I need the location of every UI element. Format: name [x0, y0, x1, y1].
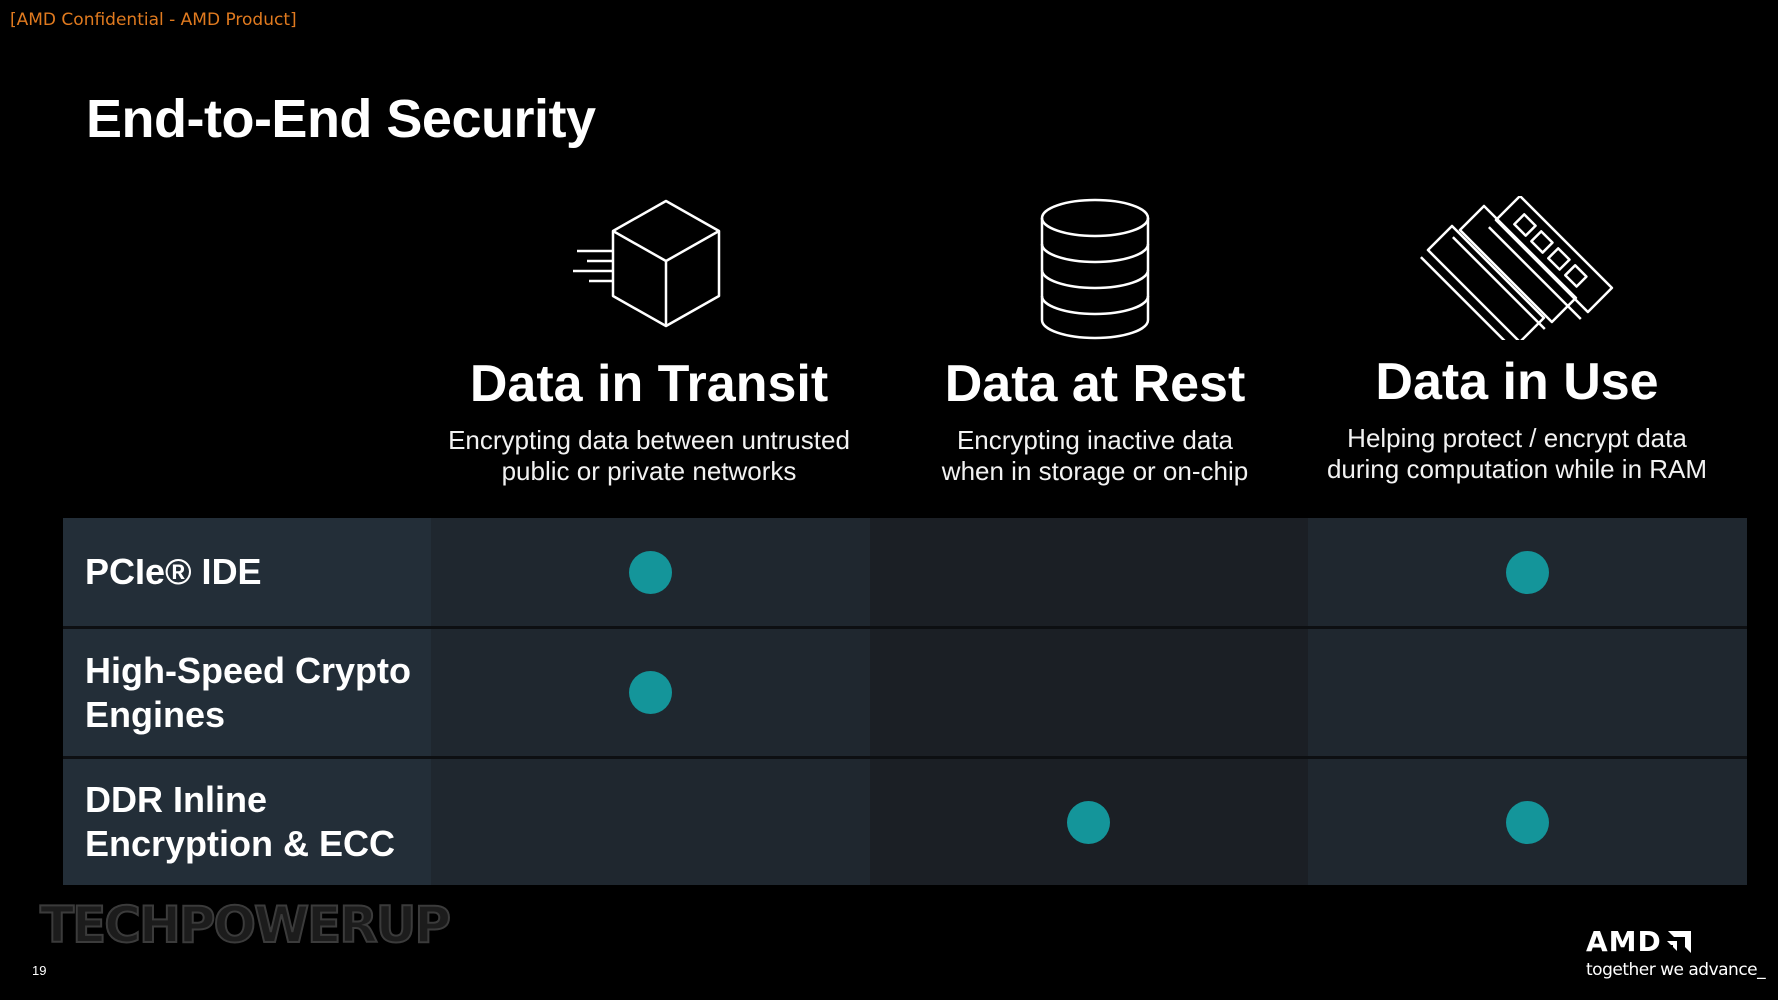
brand-name: AMD [1586, 925, 1662, 958]
table-row: PCIe® IDE [63, 518, 1747, 629]
column-title: Data at Rest [944, 355, 1246, 413]
matrix-cell [869, 518, 1309, 626]
check-dot-icon [1506, 550, 1550, 594]
column-description: Encrypting data between untrusted public… [448, 425, 850, 487]
column-description: Encrypting inactive data when in storage… [941, 425, 1249, 487]
matrix-cell [1308, 629, 1747, 756]
matrix-cell [430, 759, 870, 885]
matrix-cell [1308, 759, 1747, 885]
matrix-cell [869, 759, 1309, 885]
matrix-cell [869, 629, 1309, 756]
brand-tagline: together we advance_ [1586, 960, 1766, 980]
amd-arrow-icon [1666, 930, 1691, 953]
check-dot-icon [1067, 800, 1111, 844]
database-icon [1040, 198, 1150, 340]
watermark-logo: TECHPOWERUP [39, 895, 452, 955]
slide-title: End-to-End Security [86, 89, 596, 149]
row-label: PCIe® IDE [63, 518, 431, 626]
check-dot-icon [628, 550, 672, 594]
check-dot-icon [1506, 800, 1550, 844]
memory-modules-icon [1420, 196, 1614, 340]
cube-transit-icon [573, 199, 721, 328]
matrix-cell [1308, 518, 1747, 626]
page-number: 19 [32, 963, 47, 978]
column-title: Data in Transit [469, 355, 829, 413]
matrix-cell [430, 518, 870, 626]
confidential-label: [AMD Confidential - AMD Product] [10, 10, 297, 30]
amd-logo: AMD together we advance_ [1586, 925, 1766, 980]
matrix-cell [430, 629, 870, 756]
column-header-use: Data in Use Helping protect / encrypt da… [1297, 196, 1737, 485]
column-header-rest: Data at Rest Encrypting inactive data wh… [875, 196, 1315, 487]
column-description: Helping protect / encrypt data during co… [1326, 423, 1708, 485]
column-title: Data in Use [1375, 353, 1659, 411]
column-header-transit: Data in Transit Encrypting data between … [429, 196, 869, 487]
check-dot-icon [628, 671, 672, 714]
